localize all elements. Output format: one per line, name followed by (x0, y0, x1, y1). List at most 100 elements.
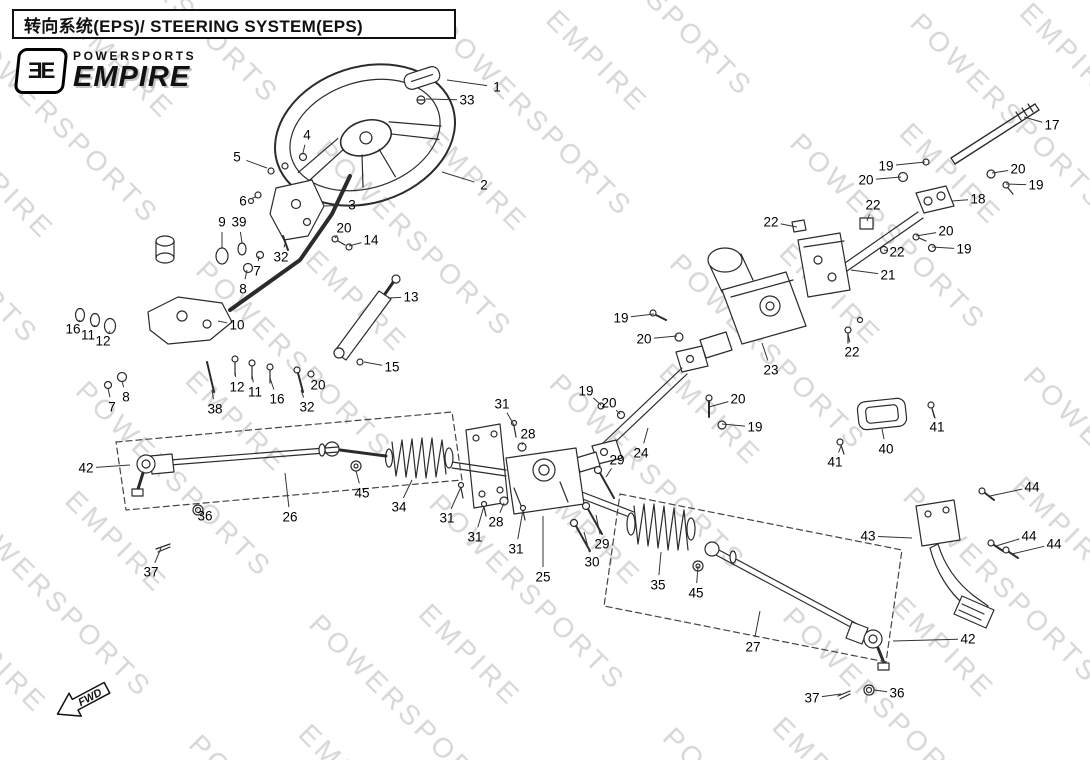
group-box-left (115, 411, 463, 511)
steering-column-shaft (228, 174, 352, 312)
leader-line-27 (754, 610, 761, 638)
lower-column-bracket (147, 296, 233, 345)
brand-emblem-icon: ƎE (13, 48, 69, 94)
leader-line-36 (197, 509, 199, 511)
steering-wheel (274, 63, 456, 207)
leader-line-14 (348, 242, 362, 247)
pedal-screws (978, 487, 1019, 559)
leader-line-37 (821, 693, 842, 698)
leader-line-20 (915, 232, 937, 237)
brand-name-bottom: EMPIRE (73, 61, 191, 93)
leader-line-43 (877, 535, 913, 539)
title-box: 转向系统(EPS)/ STEERING SYSTEM(EPS) (12, 9, 456, 39)
leader-line-23 (761, 342, 769, 361)
leader-line-19 (895, 161, 926, 166)
brand-logo: ƎE POWERSPORTS EMPIRE (13, 48, 196, 94)
leader-line-31 (450, 486, 462, 510)
universal-joint (915, 185, 955, 214)
leader-line-20 (708, 401, 729, 408)
upper-column-bracket (269, 179, 325, 241)
leader-line-11 (93, 324, 96, 328)
leader-line-29 (605, 468, 612, 478)
intermediate-shaft (556, 345, 709, 473)
upper-steering-shaft (950, 103, 1040, 165)
leader-line-12 (234, 371, 237, 378)
leader-line-20 (653, 335, 678, 339)
leader-line-4 (302, 144, 306, 154)
leader-line-44 (1011, 545, 1045, 555)
leader-line-41 (931, 408, 935, 418)
brand-emblem-glyph: ƎE (28, 58, 54, 83)
leader-line-20 (875, 176, 902, 180)
lower-bracket-bolts (206, 355, 315, 393)
group-box-right (603, 493, 903, 663)
leader-line-28 (499, 502, 505, 513)
leader-line-20 (615, 409, 621, 415)
tie-rod-left (131, 443, 339, 553)
leader-line-29 (595, 514, 601, 535)
leader-line-20 (334, 235, 338, 239)
eps-fasteners (597, 309, 727, 430)
leader-line-41 (838, 445, 842, 453)
leader-line-16 (78, 319, 81, 322)
leader-line-45 (355, 470, 360, 484)
column-fasteners-upper (215, 152, 353, 274)
column-mount-bracket (791, 217, 937, 344)
leader-line-19 (931, 246, 955, 249)
pedal-assembly (915, 499, 995, 629)
eps-motor-unit (699, 247, 807, 359)
leader-line-44 (989, 488, 1023, 497)
tie-rod-right (715, 549, 890, 700)
leader-line-8 (244, 269, 248, 280)
leader-line-44 (995, 538, 1020, 547)
leader-line-40 (881, 428, 885, 440)
horn-pad (403, 66, 441, 90)
leader-line-39 (239, 231, 243, 244)
leader-line-13 (387, 296, 402, 299)
leader-line-20 (991, 170, 1009, 174)
leader-line-33 (425, 98, 458, 101)
leader-line-19 (592, 397, 602, 406)
leader-line-10 (217, 320, 228, 324)
page-title: 转向系统(EPS)/ STEERING SYSTEM(EPS) (24, 16, 363, 36)
leader-line-19 (721, 423, 746, 427)
tilt-damper (333, 274, 401, 366)
brand-text: POWERSPORTS EMPIRE (73, 48, 196, 92)
leader-line-26 (284, 472, 290, 508)
leader-line-21 (850, 269, 879, 275)
leader-line-7 (257, 255, 260, 262)
leader-line-7 (107, 387, 111, 398)
leader-line-36 (873, 689, 888, 693)
leader-line-22 (780, 223, 798, 228)
leader-line-19 (1005, 183, 1027, 186)
leader-line-22 (847, 333, 851, 343)
leader-line-6 (252, 196, 257, 199)
leader-line-45 (696, 565, 699, 584)
leader-line-31 (506, 412, 515, 426)
pad-cover (856, 397, 908, 431)
leader-line-8 (121, 380, 125, 388)
leader-line-24 (643, 427, 649, 444)
leader-line-42 (95, 464, 131, 468)
leader-line-17 (1023, 116, 1043, 123)
horn-pad-screw (416, 95, 426, 105)
leader-line-22 (866, 214, 870, 222)
leader-line-37 (154, 547, 162, 563)
leader-line-35 (658, 551, 662, 576)
leader-line-16 (269, 377, 275, 390)
brand-name-top: POWERSPORTS (73, 49, 197, 63)
leader-line-32 (300, 389, 305, 398)
leader-line-15 (363, 361, 383, 366)
leader-line-1 (446, 79, 488, 87)
leader-line-31 (517, 509, 524, 540)
column-cap-cylinder (155, 235, 175, 264)
leader-line-42 (892, 638, 959, 642)
leader-line-30 (583, 531, 590, 553)
leader-line-11 (251, 374, 254, 383)
leader-line-3 (323, 204, 343, 207)
leader-line-38 (211, 389, 214, 400)
leader-line-18 (951, 199, 969, 202)
